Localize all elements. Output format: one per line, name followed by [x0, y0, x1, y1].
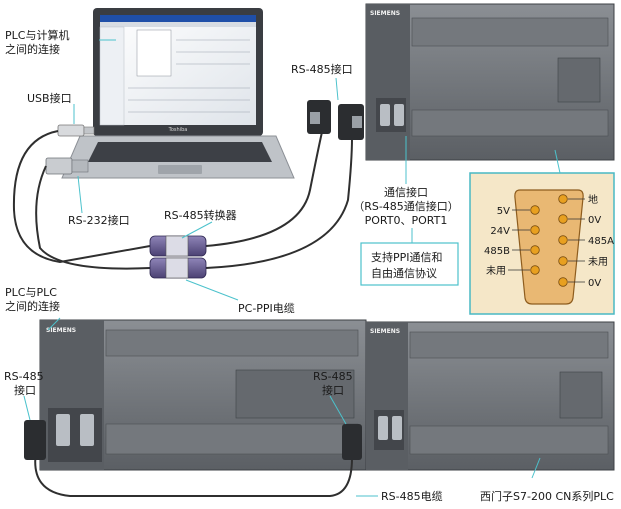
pinout-left-pins: [530, 205, 540, 275]
db9-connector-shell: [514, 189, 584, 305]
label-rs485-port-top: RS-485接口: [291, 63, 353, 76]
label-rs485-port-mid-1: RS-485: [313, 370, 353, 383]
plc-br-brand: SIEMENS: [370, 328, 400, 335]
pinout-leaders: [508, 198, 585, 283]
plc-br-terminal-cover: [409, 331, 609, 359]
pin-label-485a: 485A: [588, 236, 614, 247]
label-plc-pc-link-2: 之间的连接: [5, 42, 60, 56]
screen-menubar: [100, 22, 256, 27]
screen-titlebar: [100, 15, 256, 22]
laptop: Toshiba: [61, 8, 295, 179]
plc-bl-expansion-door: [235, 369, 355, 419]
label-rs485-port-left-1: RS-485: [4, 370, 44, 383]
pin-label-unused-left: 未用: [486, 265, 506, 277]
pc-ppi-cables: [12, 130, 353, 270]
plc-bl-port1: [80, 414, 94, 446]
pin-unused-left: [530, 265, 540, 275]
converter-cable-a: [205, 131, 323, 247]
ppi-note-box: [360, 242, 459, 286]
label-rs485-port-left-2: 接口: [14, 384, 36, 397]
laptop-screen: [100, 15, 256, 125]
rs485-connector-bottom-mid: [342, 424, 362, 460]
pin-0v-b: [558, 277, 568, 287]
screen-popup-menu: [136, 29, 172, 77]
ppi-note-line2: 自由通信协议: [371, 266, 437, 280]
label-usb-port: USB接口: [27, 92, 72, 105]
pin-24v: [530, 225, 540, 235]
ppi-note-line1: 支持PPI通信和: [371, 250, 443, 264]
pin-unused-right: [558, 256, 568, 266]
screen-ladder-lines: [128, 39, 250, 113]
rs485-connector-top-right: [338, 104, 364, 140]
label-comm-port-3: PORT0、PORT1: [365, 214, 448, 227]
plc-bottom-right: SIEMENS: [365, 321, 615, 471]
rs485-connector-bottom-left: [24, 420, 46, 460]
plc-bl-bottom-cover: [105, 423, 359, 455]
plc-top-bottom-cover: [411, 109, 609, 137]
plc-br-expansion-door: [559, 371, 603, 419]
pin-0v-a: [558, 214, 568, 224]
screen-tree-pane: [99, 26, 125, 126]
pin-label-24v: 24V: [490, 226, 510, 237]
pin-485b: [530, 245, 540, 255]
rs485-cable-bottom: [24, 420, 362, 497]
plc-br-port0: [378, 416, 388, 440]
converter-cable-b: [205, 137, 353, 269]
pin-label-5v: 5V: [497, 206, 510, 217]
plc-br-port1: [392, 416, 402, 440]
laptop-touchpad: [158, 165, 202, 174]
pinout-right-pins: [558, 194, 568, 287]
plc-top-expansion-door: [557, 57, 601, 103]
label-rs485-cable: RS-485电缆: [381, 490, 443, 503]
plc-top-right: SIEMENS: [365, 3, 615, 161]
pin-label-unused-right: 未用: [588, 256, 608, 268]
ppi-note: 支持PPI通信和 自由通信协议: [360, 242, 459, 286]
pin-gnd: [558, 194, 568, 204]
usb-cable: [12, 130, 151, 264]
plc-br-bottom-cover: [409, 425, 609, 455]
plc-bl-port0: [56, 414, 70, 446]
rs485-converter-bottom: [149, 257, 207, 279]
label-plc-series: 西门子S7-200 CN系列PLC: [480, 489, 614, 503]
pin-485a: [558, 235, 568, 245]
plc-top-brand: SIEMENS: [370, 10, 400, 17]
plc-bl-terminal-cover: [105, 329, 359, 357]
rs485-connector-top-left: [307, 100, 331, 134]
pin-5v: [530, 205, 540, 215]
plc-bottom-left: SIEMENS: [39, 319, 367, 471]
label-plc-plc-link-2: 之间的连接: [5, 299, 60, 313]
pin-label-485b: 485B: [484, 246, 510, 257]
laptop-brand: Toshiba: [168, 127, 188, 133]
rs232-cable: [35, 165, 151, 270]
pin-label-gnd: 地: [588, 193, 598, 206]
pin-label-0v-b: 0V: [588, 278, 601, 289]
laptop-keyboard: [88, 142, 272, 162]
plc-top-port1: [394, 104, 404, 126]
leader-lines: [23, 39, 561, 497]
usb-plug: [57, 124, 95, 137]
rs232-plug: [45, 157, 89, 175]
plc-bl-brand: SIEMENS: [46, 327, 76, 334]
rs485-converter-top: [149, 235, 207, 257]
label-comm-port-2: （RS-485通信接口）: [353, 200, 459, 213]
label-comm-port-1: 通信接口: [384, 186, 428, 199]
plc-top-terminal-cover: [411, 17, 609, 47]
plc-top-cpu-flank: [366, 4, 410, 160]
label-rs485-port-mid-2: 接口: [322, 384, 344, 397]
label-rs232-port: RS-232接口: [68, 214, 130, 227]
plc-top-port0: [380, 104, 390, 126]
label-plc-plc-link-1: PLC与PLC: [5, 286, 57, 299]
label-rs485-converter: RS-485转换器: [164, 208, 237, 222]
pinout-panel: 5V 24V 485B 未用 地 0V 485A 未用 0V: [469, 172, 615, 315]
label-plc-pc-link-1: PLC与计算机: [5, 28, 69, 42]
pin-label-0v-a: 0V: [588, 215, 601, 226]
label-pc-ppi-cable: PC-PPI电缆: [238, 302, 295, 315]
